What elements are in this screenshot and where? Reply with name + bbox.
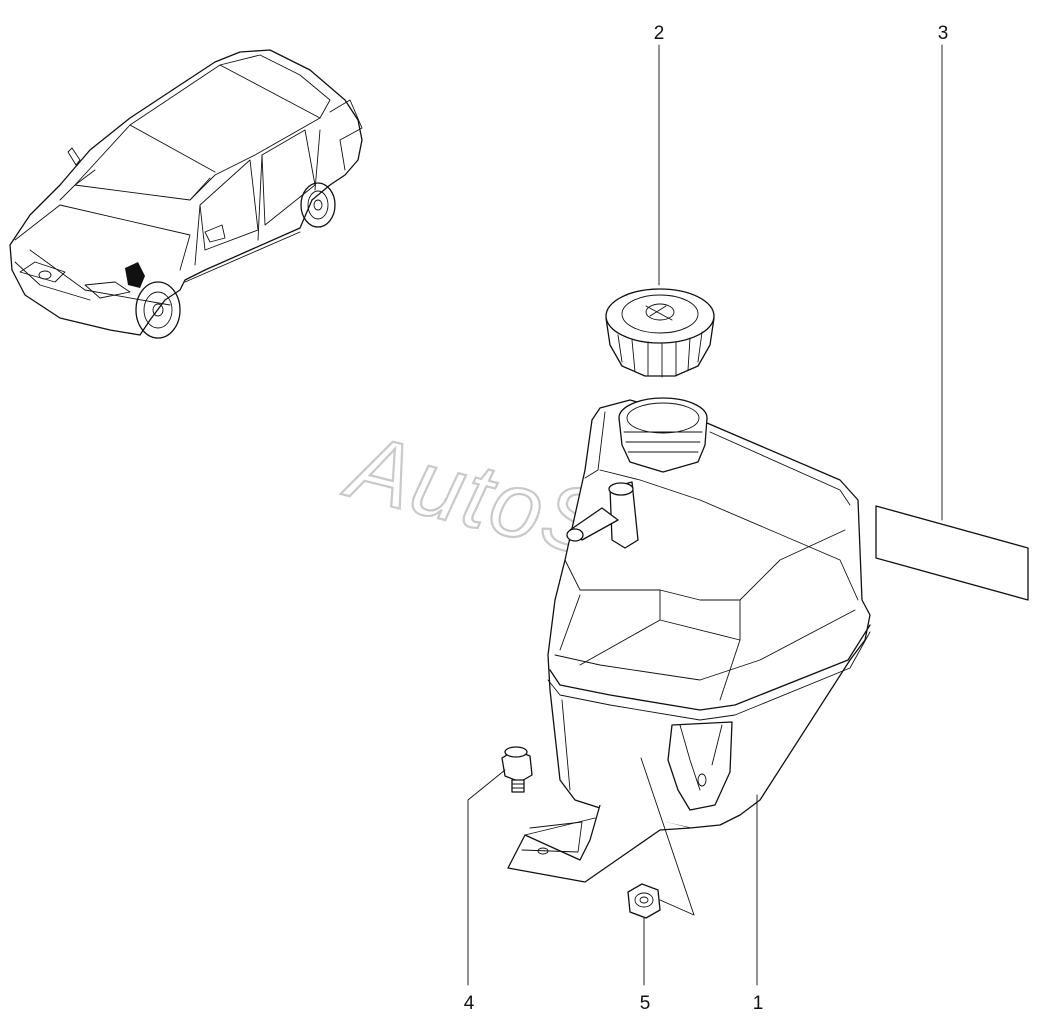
callout-2: 2 <box>654 23 665 44</box>
callout-labels: 2 3 4 5 1 <box>464 23 949 1014</box>
location-highlight <box>125 262 145 288</box>
callout-4: 4 <box>464 993 475 1014</box>
nut <box>627 883 661 919</box>
callout-1: 1 <box>753 993 764 1014</box>
bolt <box>501 746 533 793</box>
callout-3: 3 <box>938 23 949 44</box>
callout-5: 5 <box>640 993 651 1014</box>
leader-lines <box>467 44 943 986</box>
tank-cap <box>605 288 715 378</box>
expansion-tank <box>507 397 871 916</box>
car-locator-illustration <box>9 49 363 339</box>
label-plate <box>875 505 1029 601</box>
